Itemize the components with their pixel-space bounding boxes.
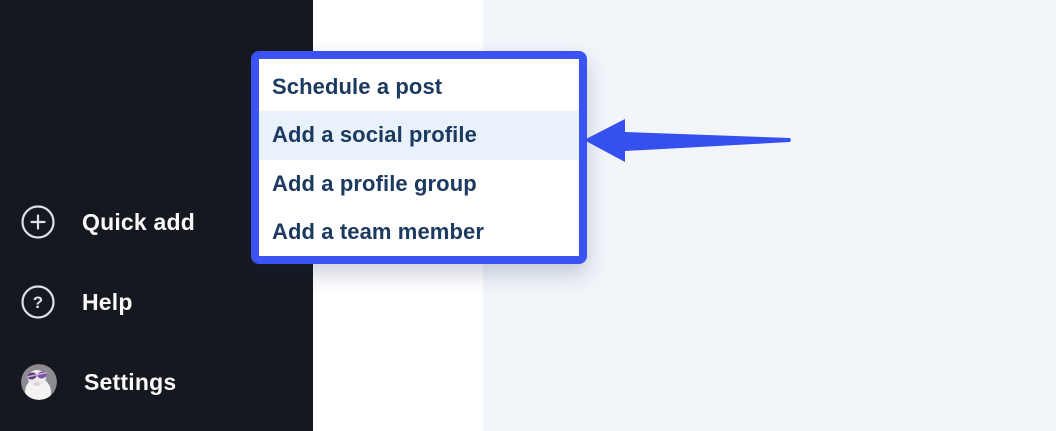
svg-text:?: ? (33, 293, 43, 312)
sidebar-item-quick-add[interactable]: Quick add (21, 205, 195, 239)
sidebar-item-label: Help (82, 288, 133, 315)
sidebar-item-label: Settings (84, 368, 177, 395)
user-avatar (21, 364, 57, 400)
quick-add-menu: Schedule a post Add a social profile Add… (251, 51, 587, 264)
sidebar-item-settings[interactable]: Settings (21, 364, 176, 400)
menu-item-add-social-profile[interactable]: Add a social profile (259, 111, 579, 160)
sidebar-item-help[interactable]: ? Help (21, 285, 133, 319)
menu-item-add-profile-group[interactable]: Add a profile group (272, 170, 477, 196)
question-circle-icon: ? (21, 285, 55, 319)
menu-item-schedule-post[interactable]: Schedule a post (272, 74, 443, 100)
menu-item-add-team-member[interactable]: Add a team member (272, 218, 484, 244)
plus-circle-icon (21, 205, 55, 239)
sidebar-item-label: Quick add (82, 208, 195, 235)
